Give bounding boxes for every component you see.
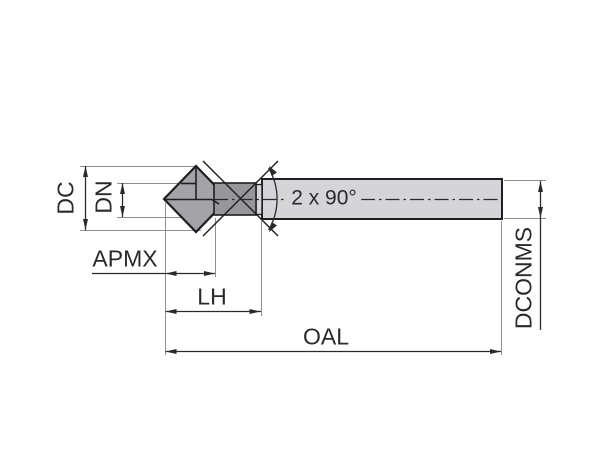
extension-lines xyxy=(80,166,546,355)
head-edge-lines xyxy=(164,167,220,205)
dimension-dn xyxy=(120,183,125,217)
dimension-dconms xyxy=(538,181,543,330)
cutting-edge-lines xyxy=(202,160,279,237)
dimension-lh xyxy=(165,309,261,314)
label-oal: OAL xyxy=(302,323,350,350)
label-dc: DC xyxy=(52,181,79,215)
label-angle: 2 x 90° xyxy=(287,186,361,210)
label-dconms: DCONMS xyxy=(510,226,537,330)
dimension-dc xyxy=(83,166,88,230)
label-lh: LH xyxy=(197,283,227,310)
label-dn: DN xyxy=(90,180,117,214)
dimension-apmx xyxy=(92,271,215,276)
angle-arc xyxy=(268,166,278,232)
dimension-oal xyxy=(165,349,501,354)
label-apmx: APMX xyxy=(92,245,158,272)
